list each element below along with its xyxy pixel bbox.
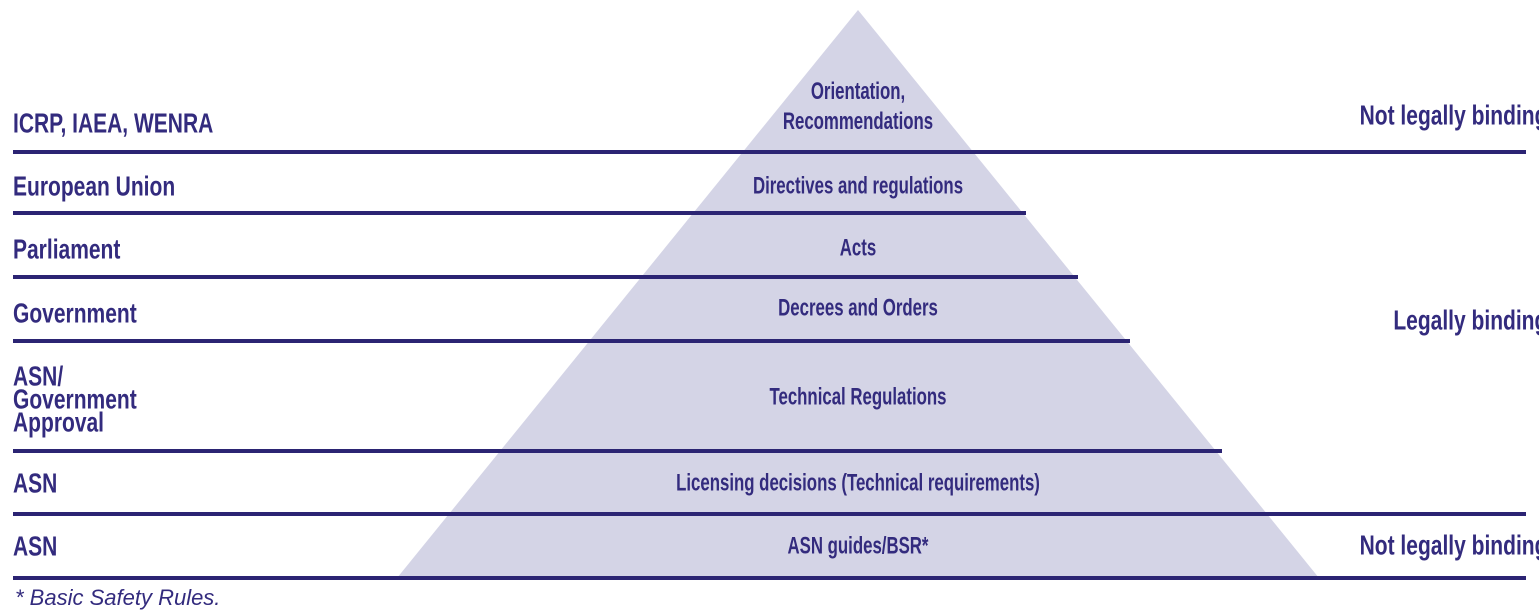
instrument-label-acts: Acts xyxy=(839,234,877,262)
level-divider-6 xyxy=(13,512,1526,516)
level-divider-2 xyxy=(13,211,1026,215)
instrument-label-line: Recommendations xyxy=(782,108,934,135)
instrument-label-orientation-recommendations: Orientation, Recommendations xyxy=(783,77,933,137)
authority-label-european-union: European Union xyxy=(13,170,176,202)
authority-label-parliament: Parliament xyxy=(13,233,121,265)
instrument-label-decrees-orders: Decrees and Orders xyxy=(778,294,938,322)
level-divider-7 xyxy=(13,576,1526,580)
binding-status-bottom: Not legally binding xyxy=(1359,529,1539,561)
level-divider-5 xyxy=(13,449,1222,453)
instrument-label-technical-regulations: Technical Regulations xyxy=(769,383,947,411)
level-divider-4 xyxy=(13,339,1130,343)
instrument-label-licensing-decisions: Licensing decisions (Technical requireme… xyxy=(676,469,1040,497)
authority-label-asn-licensing: ASN xyxy=(13,467,58,499)
authority-label-international: ICRP, IAEA, WENRA xyxy=(13,107,214,139)
instrument-label-directives-regulations: Directives and regulations xyxy=(752,172,964,200)
instrument-label-asn-guides-bsr: ASN guides/BSR* xyxy=(787,532,929,560)
level-divider-3 xyxy=(13,275,1078,279)
level-divider-1 xyxy=(13,150,1526,154)
authority-label-government: Government xyxy=(13,297,137,329)
binding-status-middle: Legally binding xyxy=(1392,304,1539,336)
authority-label-line: Government xyxy=(13,383,137,415)
instrument-label-line: Orientation, xyxy=(810,78,906,105)
authority-label-line: ASN/ xyxy=(13,360,64,392)
footnote: * Basic Safety Rules. xyxy=(15,585,221,610)
authority-label-line: Approval xyxy=(13,406,105,438)
authority-label-asn-government-approval: ASN/ Government Approval xyxy=(13,360,137,438)
binding-status-top: Not legally binding xyxy=(1359,99,1539,131)
authority-label-asn-guides: ASN xyxy=(13,530,58,562)
